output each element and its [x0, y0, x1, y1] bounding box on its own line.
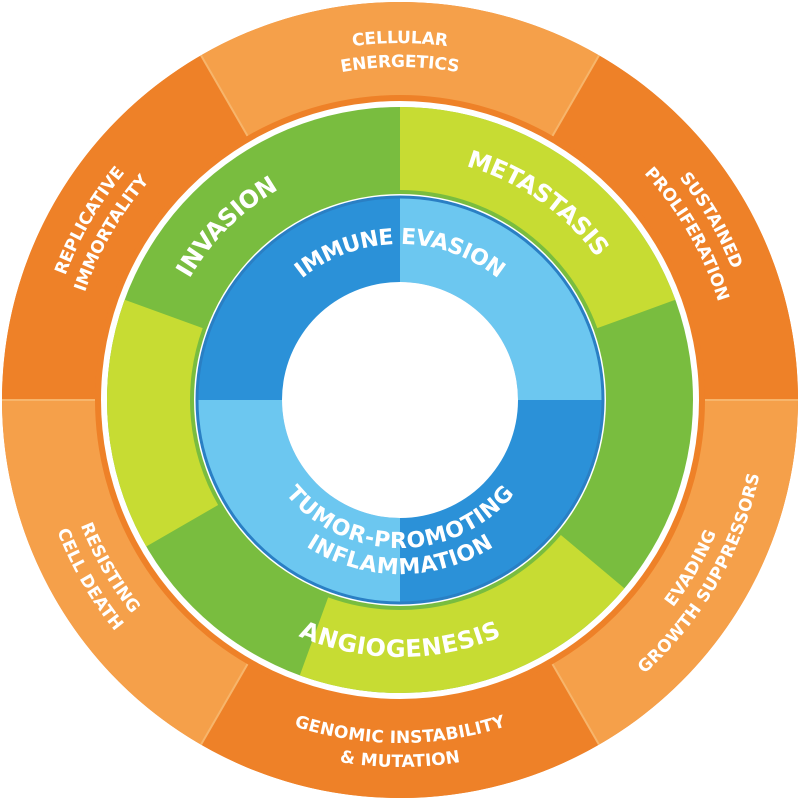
outer-label-cellular-energetics-line1: CELLULAR [351, 28, 449, 51]
inner-segment-highlight [400, 196, 604, 400]
outer-segment-evading-growth-suppressors [552, 400, 798, 745]
middle-segment-highlight [106, 299, 219, 547]
inner-segment-highlight [196, 400, 400, 604]
middle-segment-highlight [400, 107, 676, 329]
inner-ring-rim [195, 195, 605, 605]
outer-segment-genomic-instability-mutation [201, 664, 599, 799]
outer-divider [551, 54, 600, 137]
center-hole [282, 282, 518, 518]
outer-segment-sustained-proliferation [552, 55, 798, 400]
outer-segment-cellular-energetics [201, 1, 599, 136]
outer-segment-resisting-cell-death [2, 400, 248, 745]
middle-segment-highlight [299, 534, 625, 694]
outer-divider [200, 663, 249, 746]
outer-divider [200, 54, 249, 137]
outer-segment-replicative-immortality [2, 55, 248, 400]
outer-divider [551, 663, 600, 746]
